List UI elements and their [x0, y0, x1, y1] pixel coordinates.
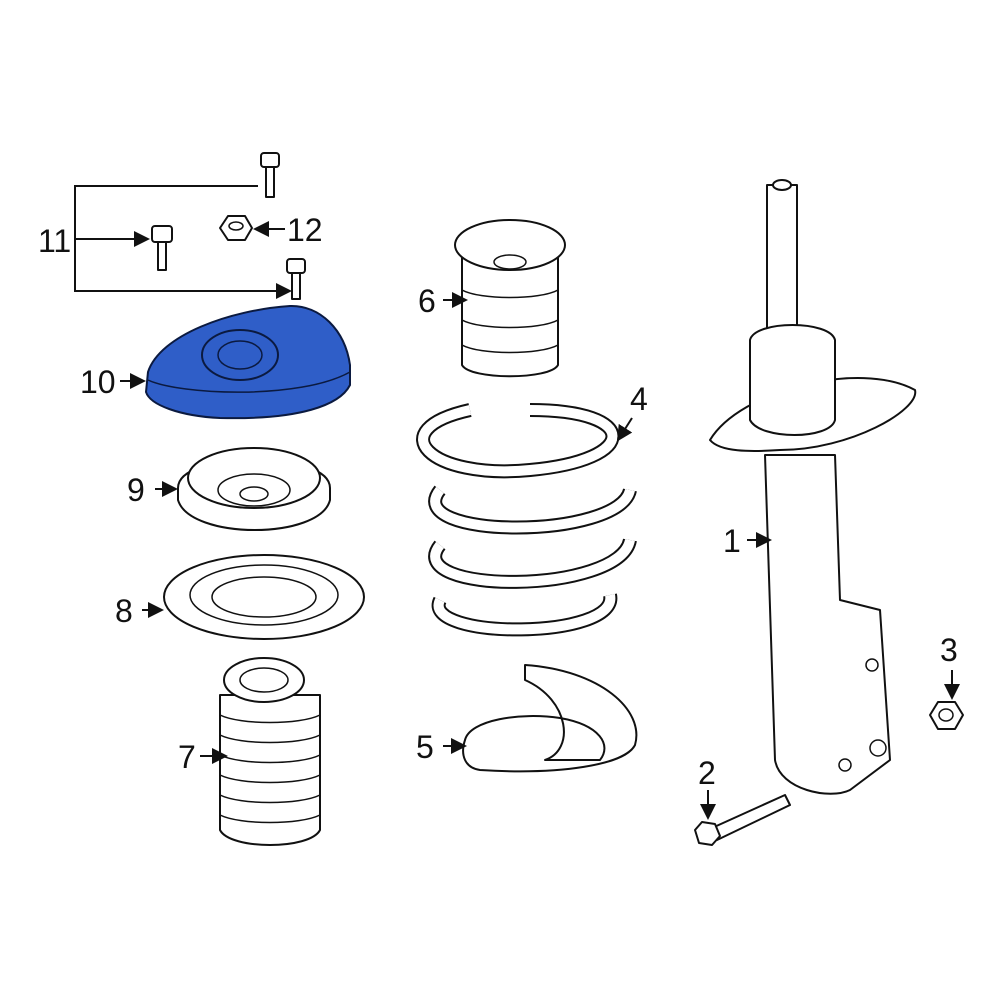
- part-5-spring-insulator[interactable]: 5: [416, 664, 638, 773]
- part-4-coil-spring[interactable]: 4: [416, 381, 648, 637]
- callout-2: 2: [698, 755, 716, 791]
- callout-7: 7: [178, 739, 196, 775]
- callout-4: 4: [630, 381, 648, 417]
- part-2-bolt[interactable]: 2: [694, 755, 791, 846]
- callout-9: 9: [127, 472, 145, 508]
- part-11-bolts[interactable]: 11: [38, 152, 306, 300]
- callout-1: 1: [723, 523, 741, 559]
- part-12-nut[interactable]: 12: [219, 212, 323, 248]
- callout-8: 8: [115, 593, 133, 629]
- callout-6: 6: [418, 283, 436, 319]
- part-9-bearing[interactable]: 9: [127, 447, 331, 531]
- callout-11: 11: [38, 223, 71, 259]
- callout-10: 10: [80, 364, 116, 400]
- callout-5: 5: [416, 729, 434, 765]
- part-6-bump-stop[interactable]: 6: [418, 219, 566, 378]
- callout-3: 3: [940, 632, 958, 668]
- part-7-dust-boot[interactable]: 7: [178, 657, 321, 846]
- part-3-nut[interactable]: 3: [929, 632, 964, 730]
- part-8-spring-seat[interactable]: 8: [115, 554, 365, 640]
- part-10-strut-mount[interactable]: 10: [80, 304, 351, 420]
- callout-12: 12: [287, 212, 323, 248]
- part-1-strut[interactable]: 1: [709, 179, 917, 795]
